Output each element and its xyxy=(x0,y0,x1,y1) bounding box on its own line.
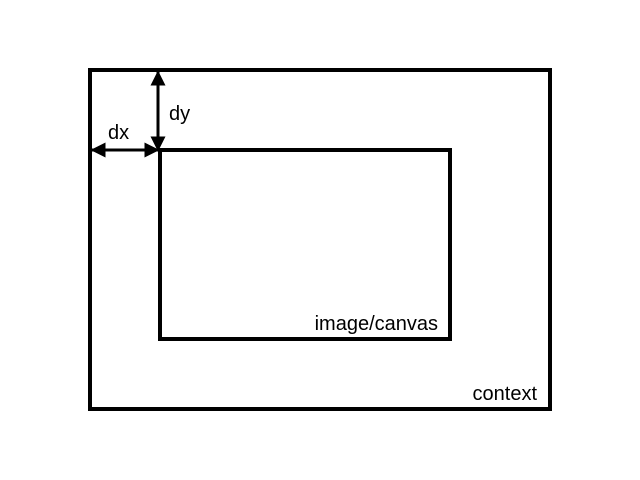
context-rect xyxy=(88,68,552,411)
image-canvas-label: image/canvas xyxy=(315,313,438,335)
dx-label: dx xyxy=(108,122,129,144)
dy-label: dy xyxy=(169,103,190,125)
image-canvas-rect xyxy=(158,148,452,341)
context-label: context xyxy=(473,383,538,405)
